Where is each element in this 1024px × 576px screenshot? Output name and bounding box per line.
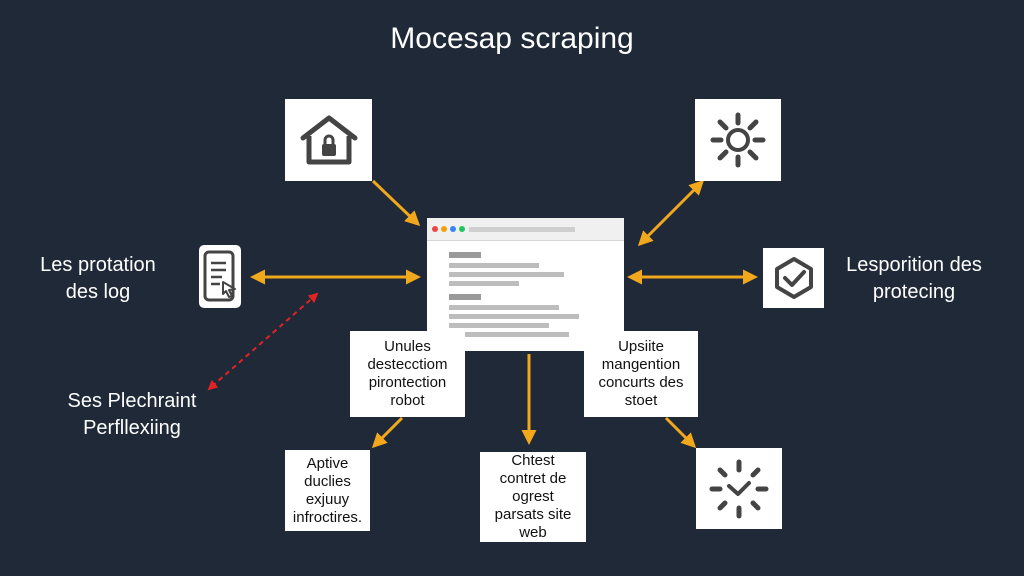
label-right: Lesporition des protecing [832, 252, 996, 306]
note-line: robot [390, 392, 425, 409]
browser-window [427, 218, 624, 351]
content-line [449, 314, 579, 319]
note-line: parsats site [494, 506, 572, 523]
note-line: stoet [624, 392, 658, 409]
content-line [449, 305, 559, 310]
note-line: contret de [499, 470, 567, 487]
house-lock-icon [300, 115, 357, 165]
tablet-cursor-box [199, 245, 241, 308]
note-line: Chtest [511, 452, 555, 469]
content-line [449, 281, 519, 286]
label-line: Perfllexiing [83, 417, 181, 439]
note-line: Upsiite [618, 338, 664, 355]
arrow-gear-browser [637, 179, 705, 247]
dashed-arrow-tablet-constraint [207, 292, 319, 391]
note-robot-detection: Unules destecctiom pirontection robot [350, 331, 465, 417]
content-line [449, 332, 569, 337]
window-minimize-dot [441, 226, 447, 232]
label-line: Lesporition des [846, 254, 982, 276]
house-lock-box [285, 99, 372, 181]
timer-box [696, 448, 782, 529]
arrow-leftnote-to-bottomleft [371, 416, 404, 449]
content-line [449, 323, 549, 328]
content-line [449, 272, 564, 277]
window-maximize-dot [450, 226, 456, 232]
address-bar [469, 227, 575, 232]
content-line [449, 263, 539, 268]
sun-gear-box [695, 99, 781, 181]
shield-check-icon [774, 257, 813, 299]
window-extra-dot [459, 226, 465, 232]
sun-gear-icon [710, 112, 766, 168]
diagram-title: Mocesap scraping [390, 22, 634, 55]
timer-icon [709, 459, 769, 518]
note-line: destecctiom [367, 356, 448, 373]
label-line: des log [65, 281, 131, 303]
note-web-parsing: Chtest contret de ogrest parsats site we… [480, 452, 586, 542]
note-line: Aptive [306, 454, 349, 472]
note-adaptive-infrastructures: Aptive duclies exjuuy infroctires. [285, 450, 370, 531]
label-bottom-left: Ses Plechraint Perfllexiing [52, 388, 212, 442]
note-line: concurts des [598, 374, 684, 391]
label-line: Ses Plechraint [67, 390, 197, 412]
note-line: web [519, 524, 547, 541]
label-left: Les protation des log [18, 252, 178, 306]
note-line: exjuuy [305, 490, 350, 508]
note-line: duclies [304, 472, 351, 490]
note-line: pirontection [368, 374, 447, 391]
note-line: ogrest [512, 488, 554, 505]
shield-check-box [763, 248, 824, 308]
label-line: Les protation [40, 254, 156, 276]
note-line: Unules [384, 338, 431, 355]
content-heading-line [449, 294, 481, 300]
arrow-house-to-browser [371, 179, 421, 227]
label-line: protecing [872, 281, 956, 303]
note-line: infroctires. [292, 508, 363, 526]
note-site-management: Upsiite mangention concurts des stoet [584, 331, 698, 417]
arrow-rightnote-to-timer [664, 416, 697, 449]
window-close-dot [432, 226, 438, 232]
content-heading-line [449, 252, 481, 258]
note-line: mangention [601, 356, 681, 373]
tablet-cursor-icon [203, 250, 236, 301]
browser-toolbar [427, 218, 624, 241]
